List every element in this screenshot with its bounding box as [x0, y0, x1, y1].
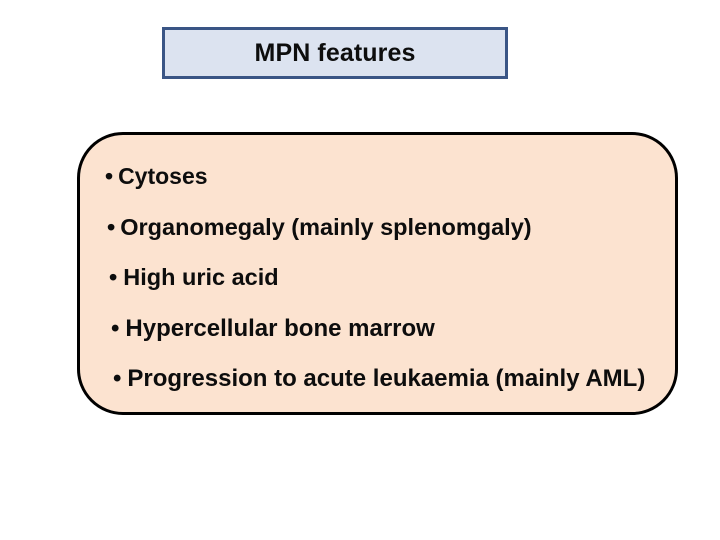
- title-box: MPN features: [162, 27, 508, 79]
- list-item-label: High uric acid: [123, 264, 279, 290]
- list-item-label: Cytoses: [118, 163, 208, 189]
- list-item-label: Organomegaly (mainly splenomgaly): [120, 214, 532, 240]
- bullet-icon: •: [107, 214, 116, 240]
- list-item: •High uric acid: [109, 264, 279, 290]
- page-title: MPN features: [254, 38, 416, 67]
- list-item: •Progression to acute leukaemia (mainly …: [113, 367, 645, 391]
- bullet-icon: •: [109, 264, 118, 290]
- list-item: •Hypercellular bone marrow: [111, 317, 435, 341]
- bullet-icon: •: [113, 365, 122, 392]
- list-item: •Cytoses: [105, 165, 208, 188]
- bullet-icon: •: [105, 163, 114, 189]
- list-item-label: Progression to acute leukaemia (mainly A…: [127, 365, 646, 392]
- bullet-icon: •: [111, 315, 120, 342]
- list-item-label: Hypercellular bone marrow: [125, 315, 435, 342]
- features-panel: •Cytoses •Organomegaly (mainly splenomga…: [77, 132, 678, 415]
- list-item: •Organomegaly (mainly splenomgaly): [107, 214, 532, 240]
